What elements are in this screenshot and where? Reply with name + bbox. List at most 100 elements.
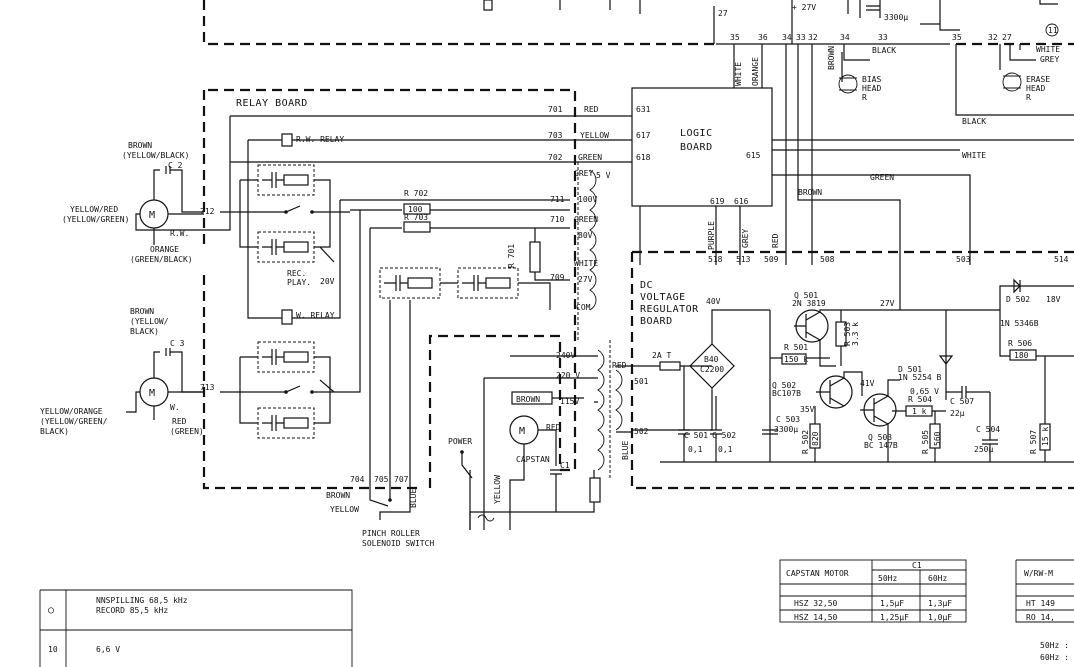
logic-board: LOGIC BOARD 631 617 618 615 619 616 bbox=[631, 87, 773, 207]
wire-grey: GREY bbox=[574, 169, 593, 178]
pin-710: 710 bbox=[550, 215, 565, 224]
r702-label: R 702 bbox=[404, 189, 428, 198]
legend-table: ○ NNSPILLING 68,5 kHz RECORD 85,5 kHz 10… bbox=[39, 589, 353, 667]
voltage-5: 5 V bbox=[596, 171, 611, 180]
r501-label: R 501 bbox=[784, 343, 808, 352]
wire-green: GREEN bbox=[578, 153, 602, 162]
svg-text:C2200: C2200 bbox=[700, 365, 724, 374]
pin-513: 513 bbox=[736, 255, 751, 264]
voltage-115: 115V bbox=[560, 397, 579, 406]
voltage-18: 18V bbox=[1046, 295, 1061, 304]
relay-board: RELAY BOARD 701 RED 703 YELLOW 702 GREEN… bbox=[200, 88, 632, 490]
wire-purple: PURPLE bbox=[707, 221, 716, 250]
wire-grey-reg: GREY bbox=[741, 229, 750, 248]
capstan-yellow: YELLOW bbox=[493, 475, 502, 504]
c504-label: C 504 bbox=[976, 425, 1000, 434]
w-motor-name: W. bbox=[170, 403, 180, 412]
voltage-41: 41V bbox=[860, 379, 875, 388]
svg-text:560: 560 bbox=[933, 431, 942, 446]
r503-label: R 503 bbox=[843, 322, 852, 346]
r502-label: R 502 bbox=[801, 430, 810, 454]
svg-text:32: 32 bbox=[988, 33, 998, 42]
erase-grey-label: GREY bbox=[1040, 55, 1059, 64]
top-board-fragment: 27 + 27V 3300μ bbox=[202, 0, 1074, 46]
pin-502: 502 bbox=[634, 427, 649, 436]
svg-text:33: 33 bbox=[878, 33, 888, 42]
svg-text:REGULATOR: REGULATOR bbox=[640, 304, 699, 315]
svg-text:34: 34 bbox=[782, 33, 792, 42]
capstan-motor-table: CAPSTAN MOTOR C1 50Hz 60Hz HSZ 32,50 1,5… bbox=[779, 559, 967, 623]
svg-text:150 k: 150 k bbox=[784, 355, 808, 364]
svg-text:1 k: 1 k bbox=[912, 407, 927, 416]
svg-text:1,3μF: 1,3μF bbox=[928, 599, 952, 608]
svg-text:15 k: 15 k bbox=[1041, 427, 1050, 446]
legend-symbol-2: 10 bbox=[48, 645, 58, 654]
r505-label: R 505 bbox=[921, 430, 930, 454]
svg-text:1,25μF: 1,25μF bbox=[880, 613, 909, 622]
pin-703: 703 bbox=[548, 131, 563, 140]
pin-508: 508 bbox=[820, 255, 835, 264]
capstan-table-group: C1 bbox=[912, 561, 922, 570]
top-pin-labels: 35 36 34 33 32 34 33 35 32 27 bbox=[730, 33, 1012, 42]
c501-label: C 501 bbox=[684, 431, 708, 440]
pin-707: 707 bbox=[394, 475, 409, 484]
logic-board-label: LOGIC bbox=[680, 128, 713, 139]
svg-text:2N 3819: 2N 3819 bbox=[792, 299, 826, 308]
bias-head-label: BIAS bbox=[862, 75, 881, 84]
svg-text:100: 100 bbox=[408, 205, 423, 214]
q502-label: Q 502 bbox=[772, 381, 796, 390]
svg-text:820: 820 bbox=[811, 431, 820, 446]
svg-text:(YELLOW/: (YELLOW/ bbox=[130, 317, 169, 326]
pin-518: 518 bbox=[708, 255, 723, 264]
capstan-c1: C1 bbox=[560, 461, 570, 470]
capstan-row-1: HSZ 32,50 bbox=[794, 599, 838, 608]
svg-text:VOLTAGE: VOLTAGE bbox=[640, 292, 686, 303]
svg-text:R: R bbox=[1026, 93, 1031, 102]
svg-text:3.3 k: 3.3 k bbox=[851, 322, 860, 346]
r701-label: R 701 bbox=[507, 244, 516, 268]
rw-note-50: 50Hz : bbox=[1040, 641, 1069, 650]
c502-label: C 502 bbox=[712, 431, 736, 440]
capstan-row-2: HSZ 14,50 bbox=[794, 613, 838, 622]
svg-text:BOARD: BOARD bbox=[680, 142, 713, 153]
pin-27: 27 bbox=[718, 9, 728, 18]
rw-relay-label: R.W. RELAY bbox=[296, 135, 344, 144]
svg-text:1N 5346B: 1N 5346B bbox=[1000, 319, 1039, 328]
w-motor-top-wire: BROWN bbox=[130, 307, 154, 316]
svg-text:50Hz: 50Hz bbox=[878, 574, 897, 583]
pin-631: 631 bbox=[636, 105, 651, 114]
r507-label: R 507 bbox=[1029, 430, 1038, 454]
bias-brown-label: BROWN bbox=[827, 46, 836, 70]
pin-616: 616 bbox=[734, 197, 749, 206]
pinch-yellow: YELLOW bbox=[330, 505, 359, 514]
voltage-27-top: + 27V bbox=[792, 3, 816, 12]
voltage-0-65: 0,65 V bbox=[910, 387, 939, 396]
r703-label: R 703 bbox=[404, 213, 428, 222]
relay-board-label: RELAY BOARD bbox=[236, 98, 308, 109]
q501-label: Q 501 bbox=[794, 291, 818, 300]
svg-text:BLACK): BLACK) bbox=[130, 327, 159, 336]
c503-label: C 503 bbox=[776, 415, 800, 424]
cap-top-3300: 3300μ bbox=[884, 13, 908, 22]
svg-text:1N 5254 B: 1N 5254 B bbox=[898, 373, 942, 382]
rw-motor-table: W/RW-M HT 149 RO 14, 50Hz : 60Hz : bbox=[1015, 559, 1074, 662]
svg-text:22μ: 22μ bbox=[950, 409, 965, 418]
svg-text:M: M bbox=[149, 210, 156, 221]
pin-705: 705 bbox=[374, 475, 389, 484]
pin-617: 617 bbox=[636, 131, 651, 140]
rw-motor-name: R.W. bbox=[170, 229, 189, 238]
voltage-35: 35V bbox=[800, 405, 815, 414]
capstan-brown: BROWN bbox=[516, 395, 540, 404]
pin-501: 501 bbox=[634, 377, 649, 386]
legend-symbol-1: ○ bbox=[48, 605, 55, 616]
d502-label: D 502 bbox=[1006, 295, 1030, 304]
bridge-label: B40 bbox=[704, 355, 719, 364]
pin-619: 619 bbox=[710, 197, 725, 206]
r506-label: R 506 bbox=[1008, 339, 1032, 348]
bias-black-label: BLACK bbox=[872, 46, 896, 55]
d501-label: D 501 bbox=[898, 365, 922, 374]
voltage-100: 100V bbox=[578, 195, 597, 204]
svg-text:(YELLOW/BLACK): (YELLOW/BLACK) bbox=[122, 151, 189, 160]
power-label: POWER bbox=[448, 437, 472, 446]
